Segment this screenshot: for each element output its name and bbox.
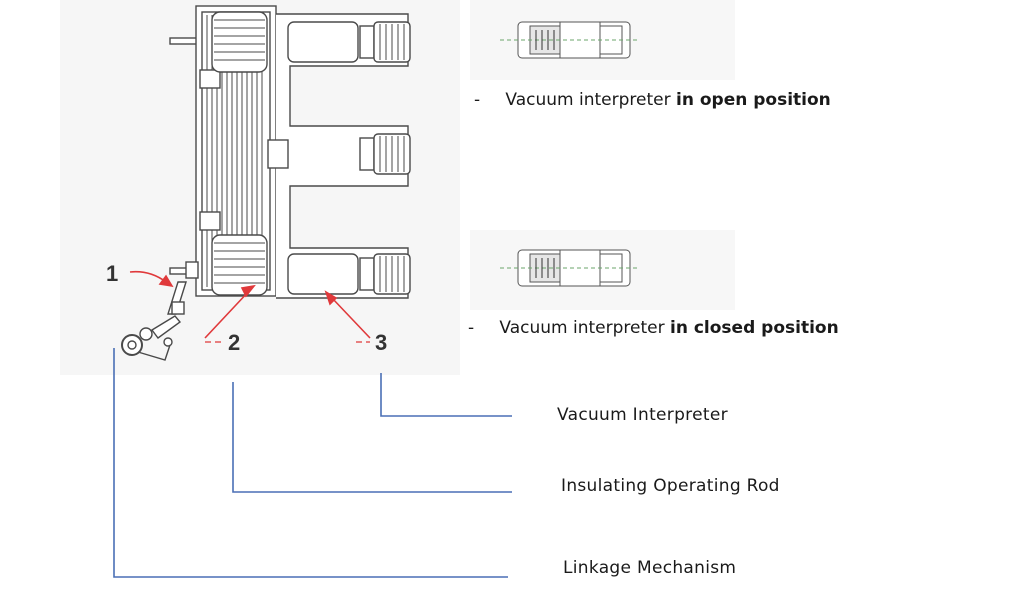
legend-insulating-operating-rod: Insulating Operating Rod [561, 476, 780, 496]
open-position-caption: - Vacuum interpreter in open position [474, 90, 831, 110]
caption-emphasis: in closed position [670, 318, 839, 338]
legend-linkage-mechanism: Linkage Mechanism [563, 558, 737, 578]
caption-emphasis: in open position [676, 90, 831, 110]
callout-3: 3 [375, 330, 388, 355]
caption-dash: - [468, 318, 475, 338]
caption-prefix: Vacuum interpreter [505, 90, 671, 110]
closed-position-caption: - Vacuum interpreter in closed position [468, 318, 839, 338]
callout-1: 1 [106, 261, 119, 286]
caption-prefix: Vacuum interpreter [499, 318, 665, 338]
legend-vacuum-interpreter: Vacuum Interpreter [557, 405, 728, 425]
caption-dash: - [474, 90, 481, 110]
callout-2: 2 [228, 330, 241, 355]
